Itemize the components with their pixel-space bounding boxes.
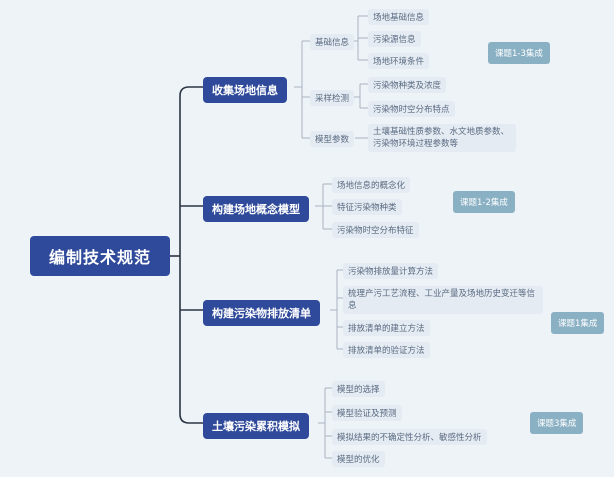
connector-b1 [294,40,310,139]
badge-topic-1-3: 课题1-3集成 [488,42,550,64]
leaf-site-environment[interactable]: 场地环境条件 [368,53,430,69]
sub-sampling-detection[interactable]: 采样检测 [310,90,355,106]
connector-b3 [330,269,343,350]
sub-model-parameters[interactable]: 模型参数 [310,131,355,147]
branch-accumulation-simulation[interactable]: 土壤污染累积模拟 [203,413,309,439]
root-connectors [170,86,203,424]
leaf-emission-calc-method[interactable]: 污染物排放量计算方法 [343,263,439,279]
leaf-pollutant-distribution[interactable]: 污染物时空分布特点 [368,101,455,117]
branch-conceptual-model[interactable]: 构建场地概念模型 [203,196,309,222]
leaf-model-validation-prediction[interactable]: 模型验证及预测 [332,405,402,421]
leaf-inventory-validation[interactable]: 排放清单的验证方法 [343,342,430,358]
leaf-pollution-source-info[interactable]: 污染源信息 [368,31,421,47]
leaf-site-info-conceptualization[interactable]: 场地信息的概念化 [332,177,411,193]
leaf-site-basic-info[interactable]: 场地基础信息 [368,9,430,25]
badge-topic-3: 课题3集成 [530,412,584,434]
connector-b4 [318,387,332,459]
connector-s2 [352,83,368,109]
root-node[interactable]: 编制技术规范 [30,236,170,276]
leaf-model-selection[interactable]: 模型的选择 [332,381,385,397]
leaf-pollutant-type-concentration[interactable]: 污染物种类及浓度 [368,77,447,93]
badge-topic-1: 课题1集成 [551,312,605,334]
badge-topic-1-2: 课题1-2集成 [453,191,515,213]
leaf-spatiotemporal-features[interactable]: 污染物时空分布特征 [332,222,419,238]
leaf-inventory-establishment[interactable]: 排放清单的建立方法 [343,320,430,336]
leaf-model-parameter-list[interactable]: 土壤基础性质参数、水文地质参数、污染物环境过程参数等 [368,124,516,152]
connector-b2 [315,183,332,230]
connector-root-branch-4 [179,413,203,424]
leaf-characteristic-pollutants[interactable]: 特征污染物种类 [332,199,402,215]
sub-basic-info[interactable]: 基础信息 [310,34,355,50]
leaf-uncertainty-sensitivity[interactable]: 模拟结果的不确定性分析、敏感性分析 [332,429,487,445]
branch-emission-inventory[interactable]: 构建污染物排放清单 [203,300,320,326]
leaf-process-flow-history[interactable]: 梳理产污工艺流程、工业产量及场地历史变迁等信息 [343,286,543,314]
branch-collect-site-info[interactable]: 收集场地信息 [203,77,287,103]
branch-connectors [294,15,368,459]
leaf-model-optimization[interactable]: 模型的优化 [332,451,385,467]
connector-root-branch-1 [179,86,203,97]
